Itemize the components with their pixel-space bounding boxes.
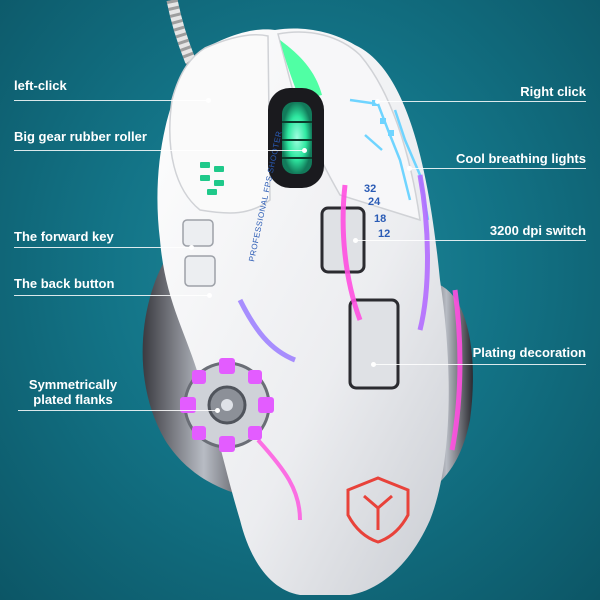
plating-center-plate [348, 298, 400, 390]
leader-roller [14, 150, 306, 151]
left-vent-lights [200, 162, 224, 195]
dot-back-button [207, 293, 212, 298]
label-left-click: left-click [14, 78, 67, 93]
forward-side-button [182, 219, 214, 247]
leader-left-click [14, 100, 209, 101]
leader-back-button [14, 295, 210, 296]
label-roller: Big gear rubber roller [14, 129, 147, 144]
label-forward-key: The forward key [14, 229, 114, 244]
dot-breathing-lights [407, 166, 412, 171]
label-breathing-lights: Cool breathing lights [456, 151, 586, 166]
dpi-level-12: 12 [378, 228, 390, 240]
leader-dpi-switch [356, 240, 586, 241]
label-right-click: Right click [520, 84, 586, 99]
label-back-button: The back button [14, 276, 115, 291]
label-flanks-line2: plated flanks [33, 392, 113, 407]
label-plating-decoration: Plating decoration [472, 345, 586, 360]
leader-forward-key [14, 247, 192, 248]
brand-logo [346, 476, 410, 544]
left-click-button [169, 34, 271, 214]
cable [166, 0, 210, 82]
leader-plating-decoration [374, 364, 586, 365]
dot-plating-decoration [371, 362, 376, 367]
label-flanks-line1: Symmetrically [28, 377, 118, 392]
scroll-wheel [282, 102, 312, 174]
dpi-level-18: 18 [374, 213, 386, 225]
leader-breathing-lights [409, 168, 586, 169]
dpi-level-32: 32 [364, 183, 376, 195]
back-side-button [184, 255, 216, 287]
dot-forward-key [189, 245, 194, 250]
dot-right-click [375, 99, 380, 104]
dot-left-click [206, 98, 211, 103]
dot-dpi-switch [353, 238, 358, 243]
label-dpi-switch: 3200 dpi switch [489, 223, 586, 238]
dot-flanks [215, 408, 220, 413]
dot-roller [302, 148, 307, 153]
flank-gear-decoration [180, 358, 274, 452]
dpi-level-24: 24 [368, 196, 381, 208]
dpi-levels: 32 24 18 12 [364, 183, 390, 240]
leader-right-click [377, 101, 586, 102]
label-flanks: Symmetrically plated flanks [18, 377, 128, 407]
leader-flanks [18, 410, 218, 411]
